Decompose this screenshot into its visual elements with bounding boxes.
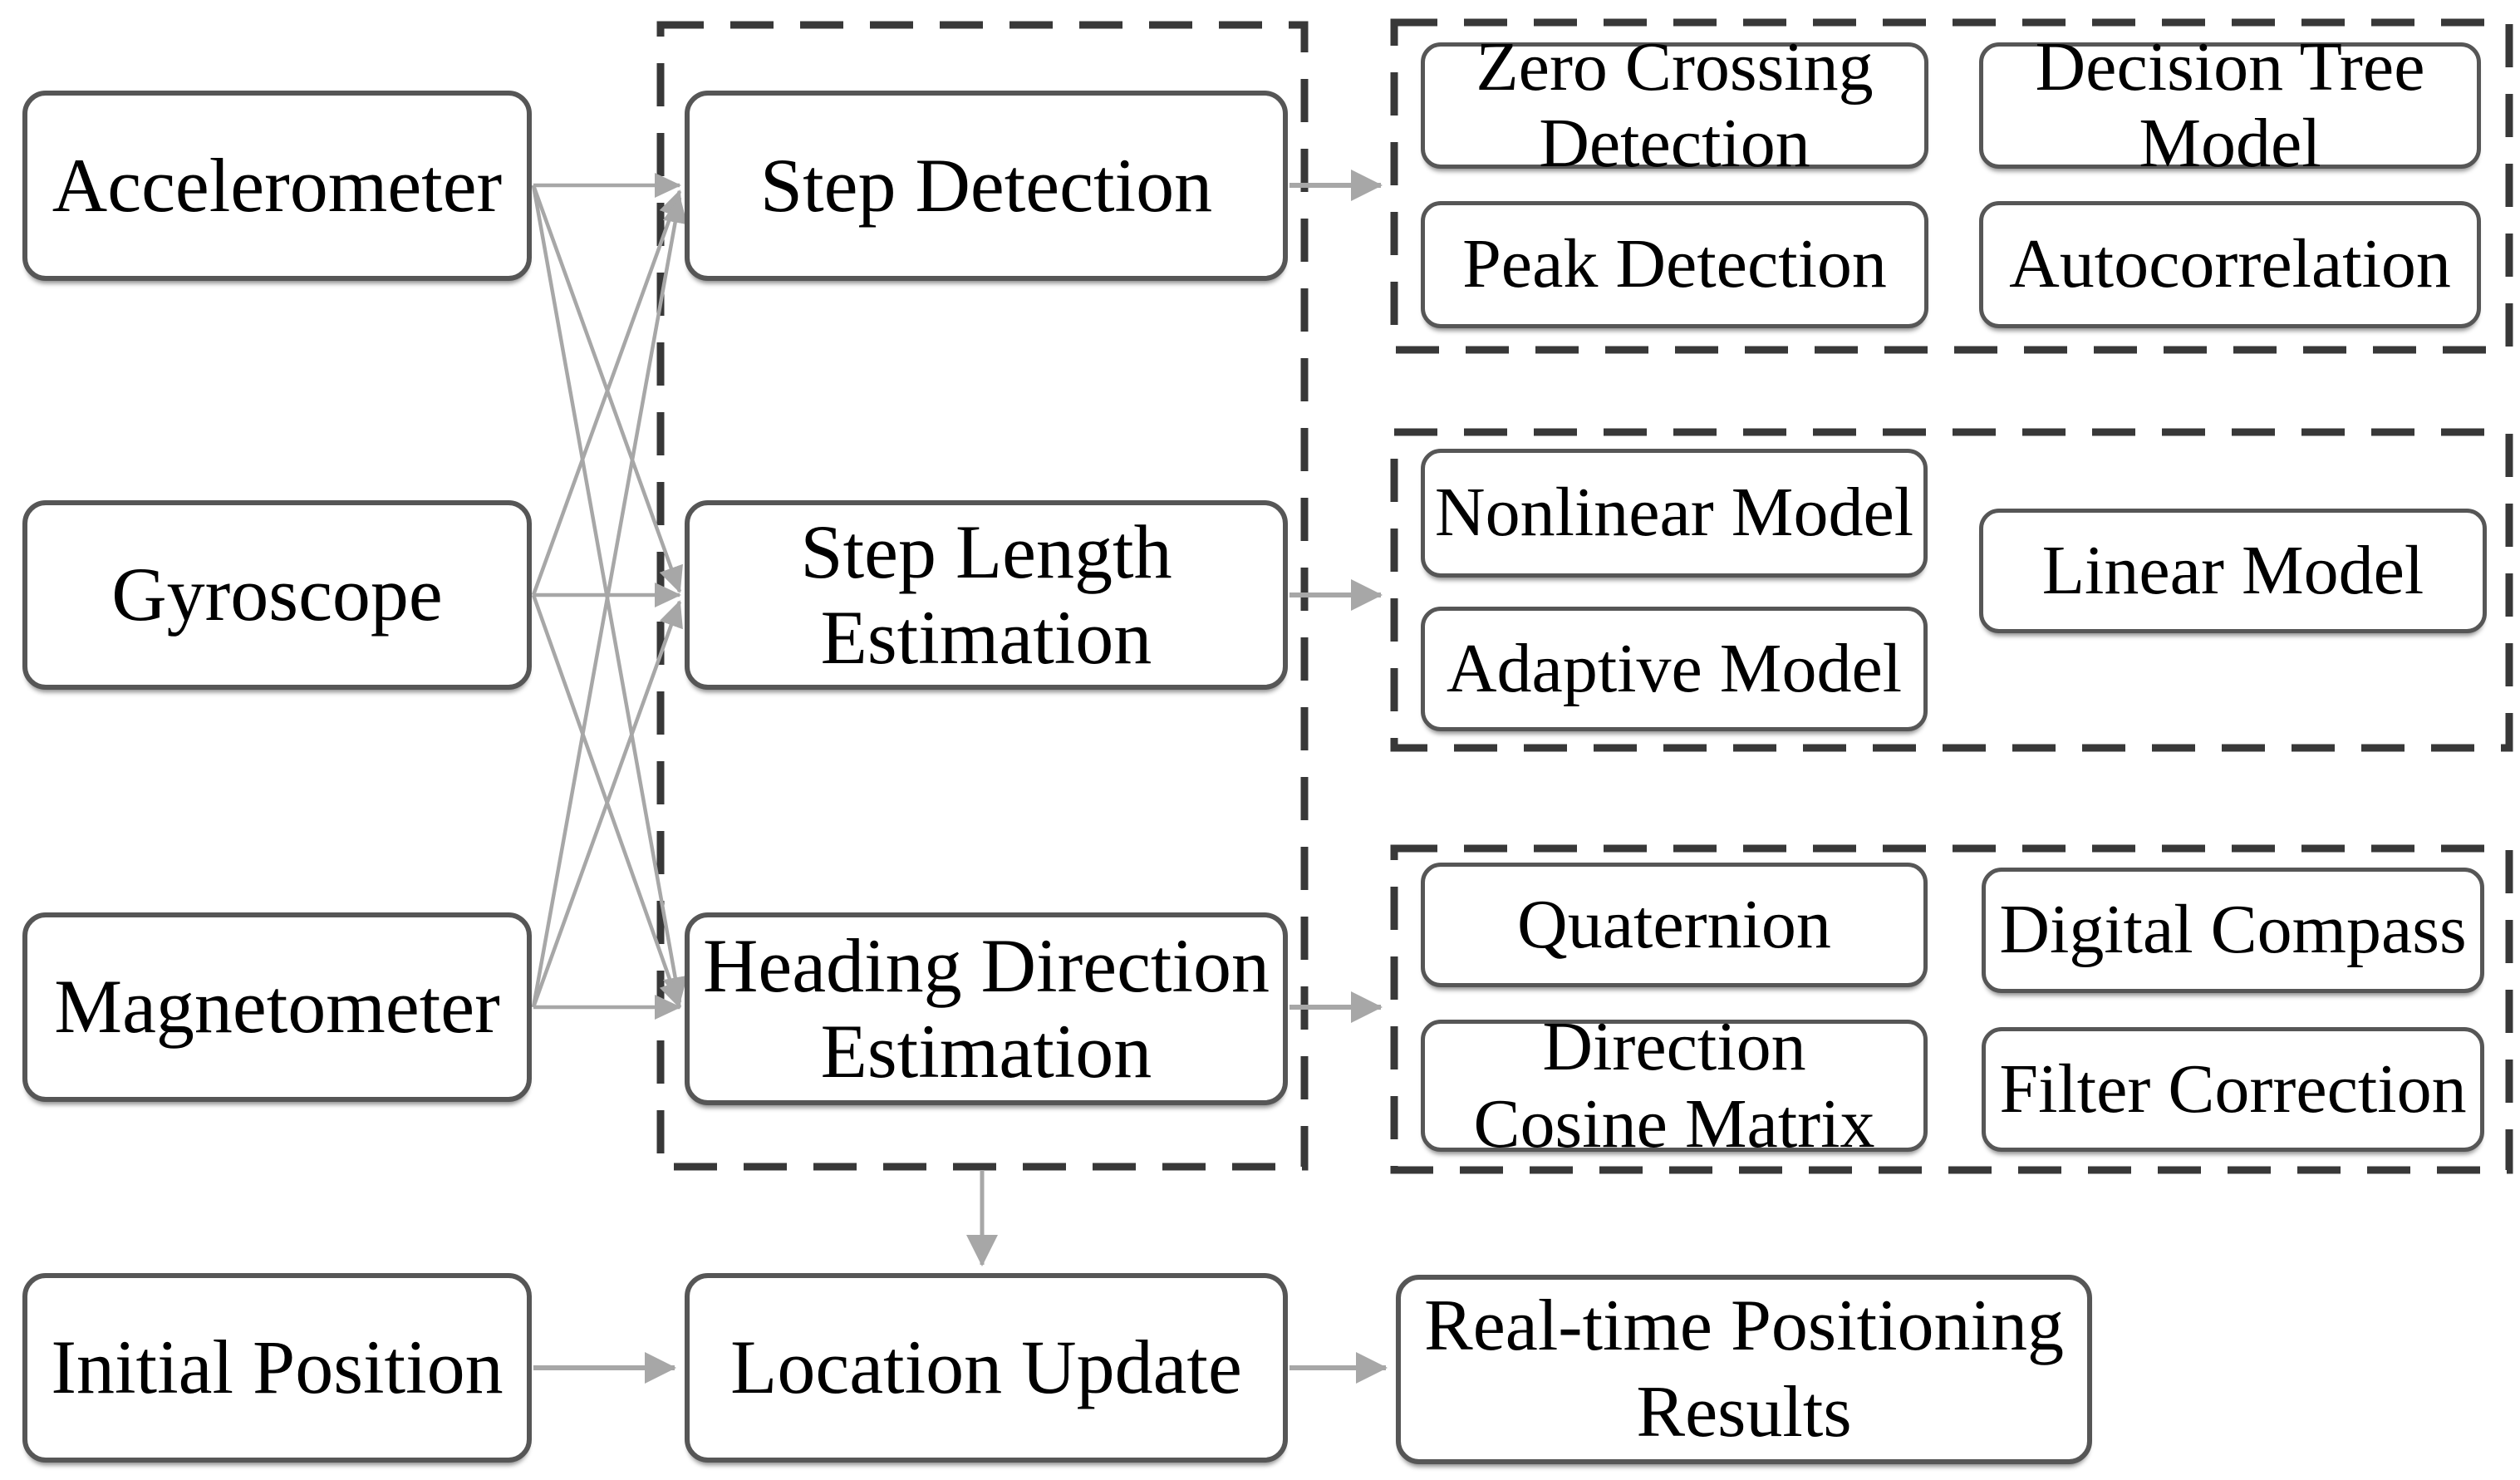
quaternion-box: Quaternion bbox=[1421, 863, 1928, 987]
location-update-box: Location Update bbox=[685, 1273, 1288, 1463]
magnetometer-box: Magnetometer bbox=[22, 912, 532, 1102]
peak-detection-box: Peak Detection bbox=[1421, 201, 1928, 328]
initial-position-box: Initial Position bbox=[22, 1273, 532, 1463]
real-time-positioning-results-box: Real-time Positioning Results bbox=[1396, 1275, 2092, 1464]
edge-gyroscope-to-step-detection-arrow bbox=[531, 189, 683, 596]
gyroscope-box: Gyroscope bbox=[22, 500, 532, 690]
heading-direction-estimation-box: Heading Direction Estimation bbox=[685, 912, 1288, 1105]
step-length-estimation-box: Step Length Estimation bbox=[685, 500, 1288, 690]
edge-magnetometer-to-step-detection-arrow bbox=[531, 196, 688, 1008]
decision-tree-model-box: Decision Tree Model bbox=[1979, 28, 2481, 182]
edge-magnetometer-to-step-length-arrow bbox=[531, 600, 683, 1008]
step-detection-methods-dashed-container bbox=[1390, 18, 2513, 354]
accelerometer-box: Accelerometer bbox=[22, 91, 532, 281]
direction-cosine-matrix-box: Direction Cosine Matrix bbox=[1421, 1008, 1928, 1162]
step-length-models-dashed-container bbox=[1390, 428, 2513, 752]
step-detection-box: Step Detection bbox=[685, 91, 1288, 281]
linear-model-box: Linear Model bbox=[1979, 509, 2487, 633]
autocorrelation-box: Autocorrelation bbox=[1979, 201, 2481, 328]
digital-compass-box: Digital Compass bbox=[1982, 868, 2484, 993]
heading-methods-dashed-container bbox=[1390, 844, 2513, 1174]
zero-crossing-detection-box: Zero Crossing Detection bbox=[1421, 28, 1928, 182]
nonlinear-model-box: Nonlinear Model bbox=[1421, 449, 1928, 578]
adaptive-model-box: Adaptive Model bbox=[1421, 607, 1928, 731]
filter-correction-box: Filter Correction bbox=[1982, 1027, 2484, 1152]
